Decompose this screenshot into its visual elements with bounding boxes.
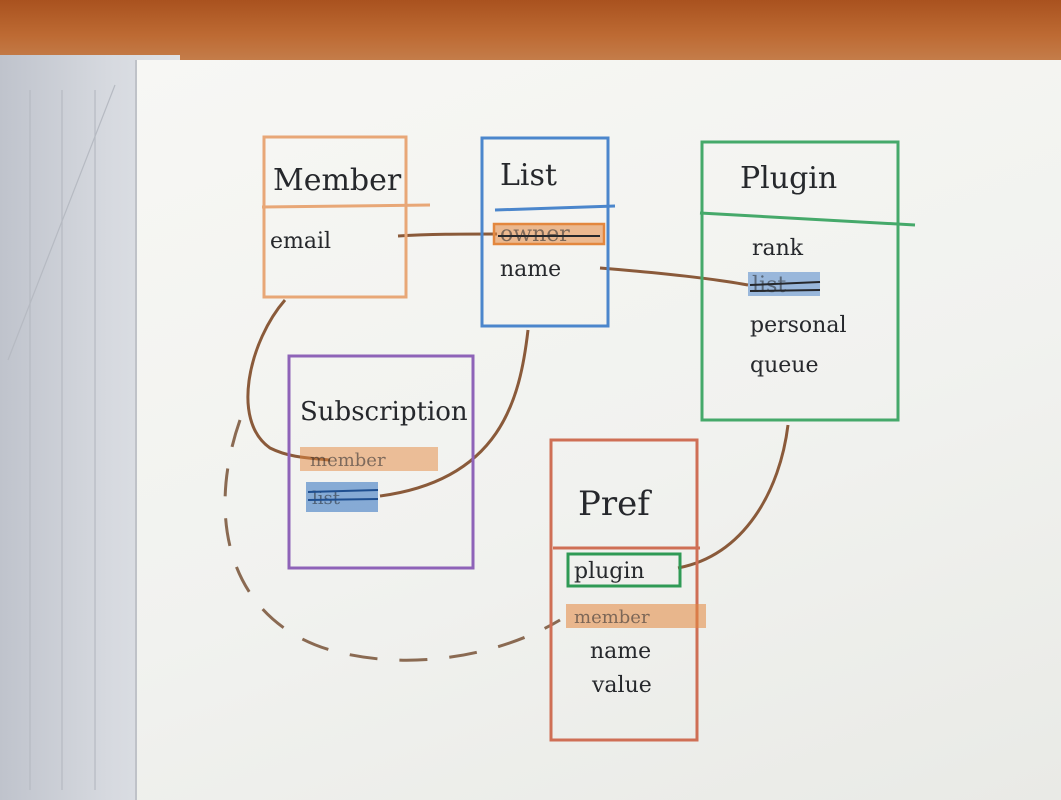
notebook-ruled-lines [7,84,116,790]
relation-plugin-to-pref-plugin [677,424,790,570]
subscription-title: Subscription [300,397,468,427]
entity-pref: Pref plugin member name value [549,438,706,742]
entity-member: Member email [261,135,431,299]
pref-field-plugin: plugin [574,559,645,584]
pref-plugin-green-box [566,552,682,588]
pref-field-member: member [574,607,650,628]
list-field-owner: owner [500,222,570,247]
relation-list-name-to-plugin-list [599,266,749,287]
member-field-email: email [270,229,331,254]
entity-list: List owner name [480,136,616,328]
subscription-field-member: member [310,450,386,471]
subscription-member-orange-highlight [300,447,438,471]
entity-subscription: Subscription member list [287,354,475,570]
relation-list-to-subscription-list [379,329,530,498]
list-owner-orange-highlight [494,224,604,244]
subscription-field-list: list [312,488,341,509]
pref-field-name: name [590,639,651,664]
relation-member-email-to-list-owner [397,232,498,238]
pref-field-value: value [591,673,652,698]
plugin-field-personal: personal [750,313,846,338]
pref-member-orange-highlight [566,604,706,628]
plugin-field-rank: rank [752,236,804,261]
pref-title: Pref [578,484,652,524]
entity-plugin: Plugin rank list personal queue [699,140,916,422]
member-title: Member [273,163,402,198]
subscription-list-blue-highlight [306,482,378,512]
plugin-field-queue: queue [750,353,818,378]
plugin-title: Plugin [740,161,837,196]
list-field-name: name [500,257,561,282]
list-title: List [500,158,557,193]
